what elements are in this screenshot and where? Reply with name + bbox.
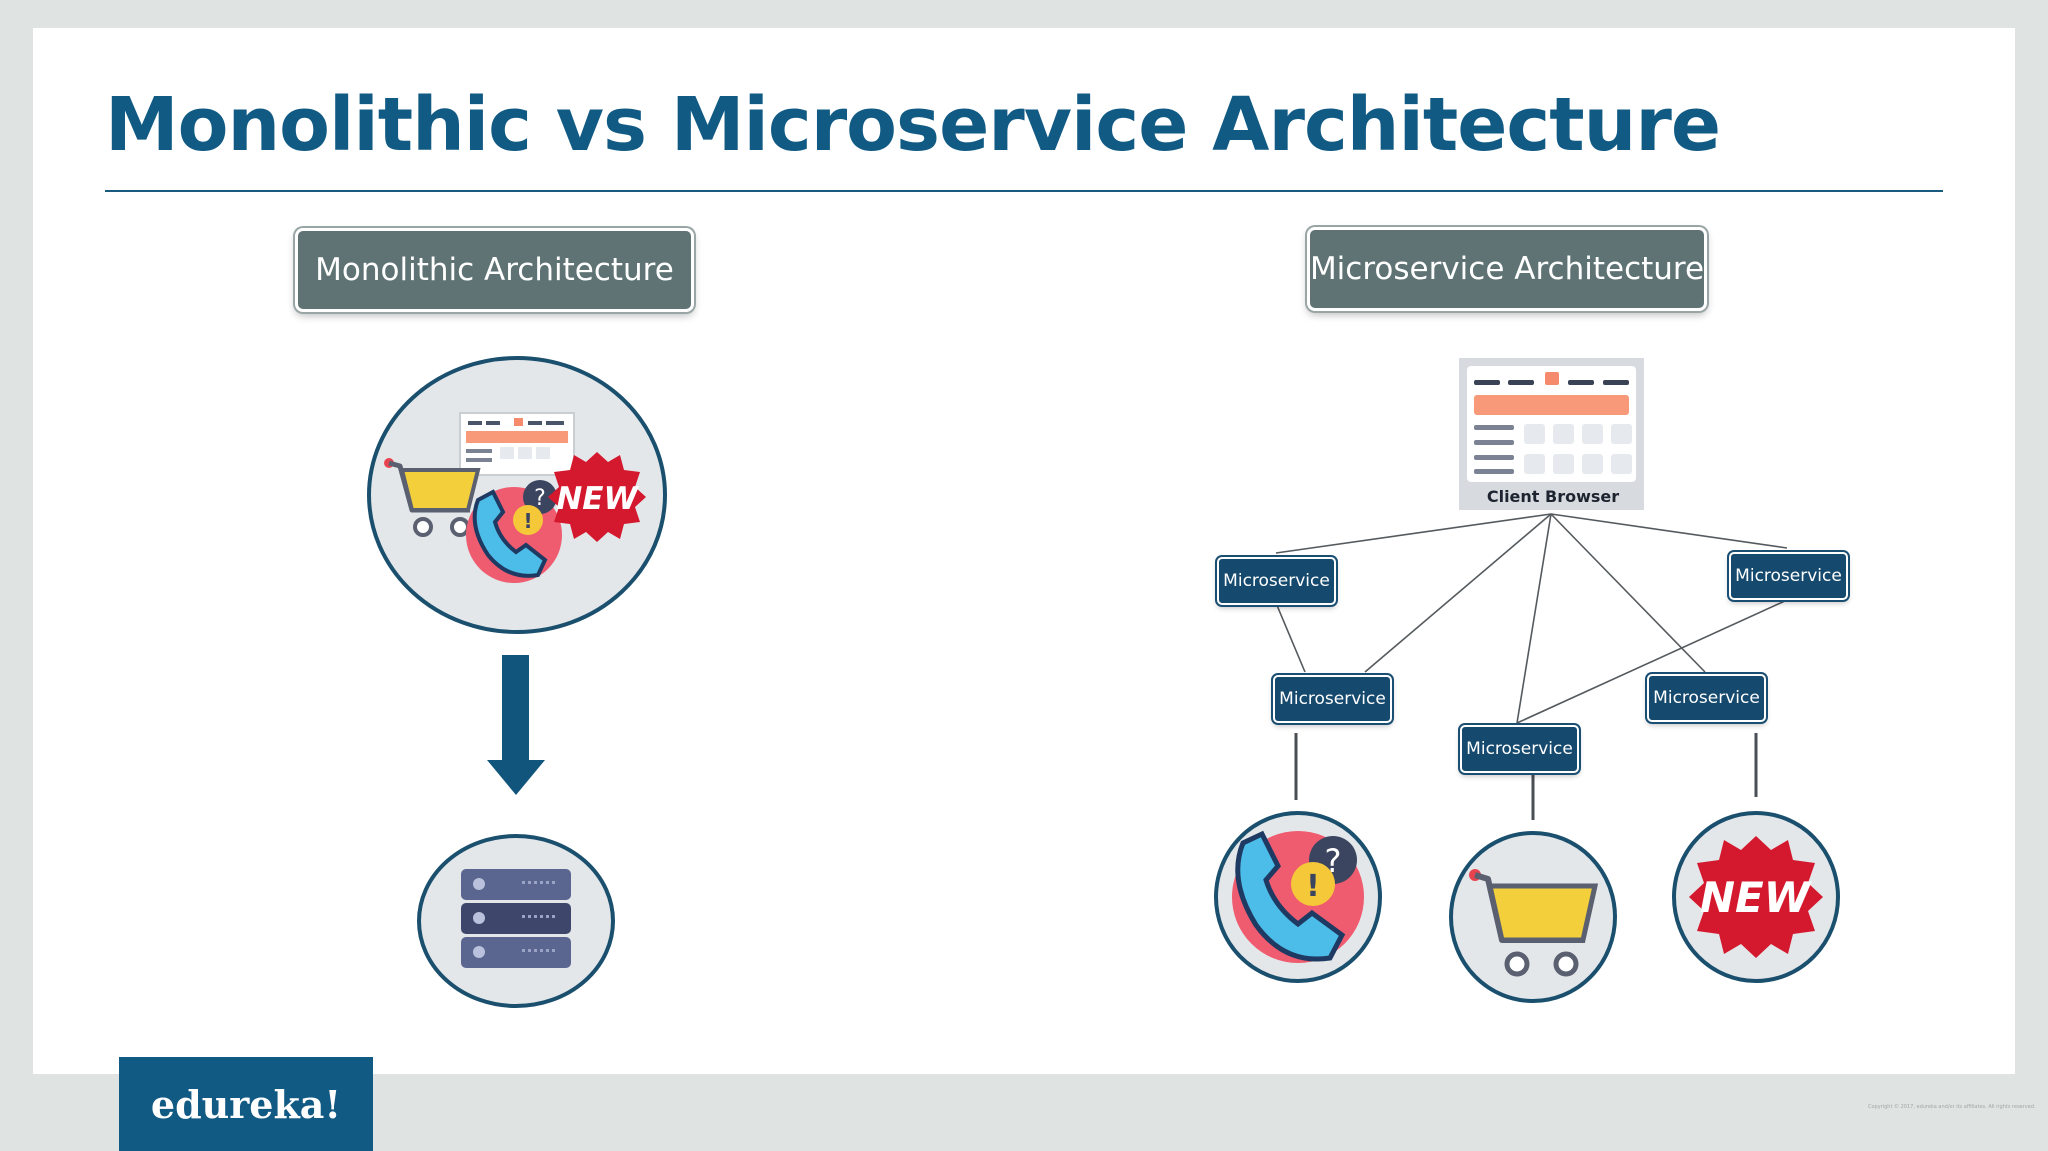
- microservice-node: Microservice: [1647, 674, 1766, 722]
- new-badge-text: NEW: [556, 481, 639, 517]
- copyright-text: Copyright © 2017, edureka and/or its aff…: [1868, 1104, 2036, 1110]
- microservice-node: Microservice: [1217, 557, 1336, 605]
- svg-text:!: !: [523, 509, 532, 533]
- shopping-cart-icon: [384, 458, 481, 537]
- new-badge-icon: NEW: [548, 452, 646, 542]
- title-divider: [105, 190, 1943, 192]
- microservice-node: Microservice: [1460, 725, 1579, 773]
- database-server-icon: [461, 869, 571, 968]
- microservice-node: Microservice: [1729, 552, 1848, 600]
- cart-service-circle: [1449, 831, 1617, 1003]
- client-browser-icon: Client Browser: [1459, 358, 1644, 510]
- new-badge-text: NEW: [1700, 873, 1813, 922]
- edureka-logo: edureka!: [119, 1057, 373, 1151]
- support-phone-icon: ? !: [466, 480, 562, 583]
- page-title: Monolithic vs Microservice Architecture: [105, 82, 1721, 168]
- support-service-circle: ? !: [1214, 811, 1382, 983]
- new-service-circle: NEW: [1672, 811, 1840, 983]
- svg-text:?: ?: [534, 486, 546, 511]
- svg-text:!: !: [1306, 869, 1320, 904]
- microservice-node: Microservice: [1273, 675, 1392, 723]
- connection-lines: [1275, 513, 1788, 724]
- browser-window-icon: [459, 412, 575, 476]
- monolithic-architecture-label: Monolithic Architecture: [295, 228, 694, 312]
- microservice-architecture-label: Microservice Architecture: [1307, 227, 1707, 311]
- client-browser-label: Client Browser: [1487, 487, 1619, 506]
- down-arrow-icon: [487, 655, 545, 795]
- vertical-connectors: [1294, 733, 1758, 820]
